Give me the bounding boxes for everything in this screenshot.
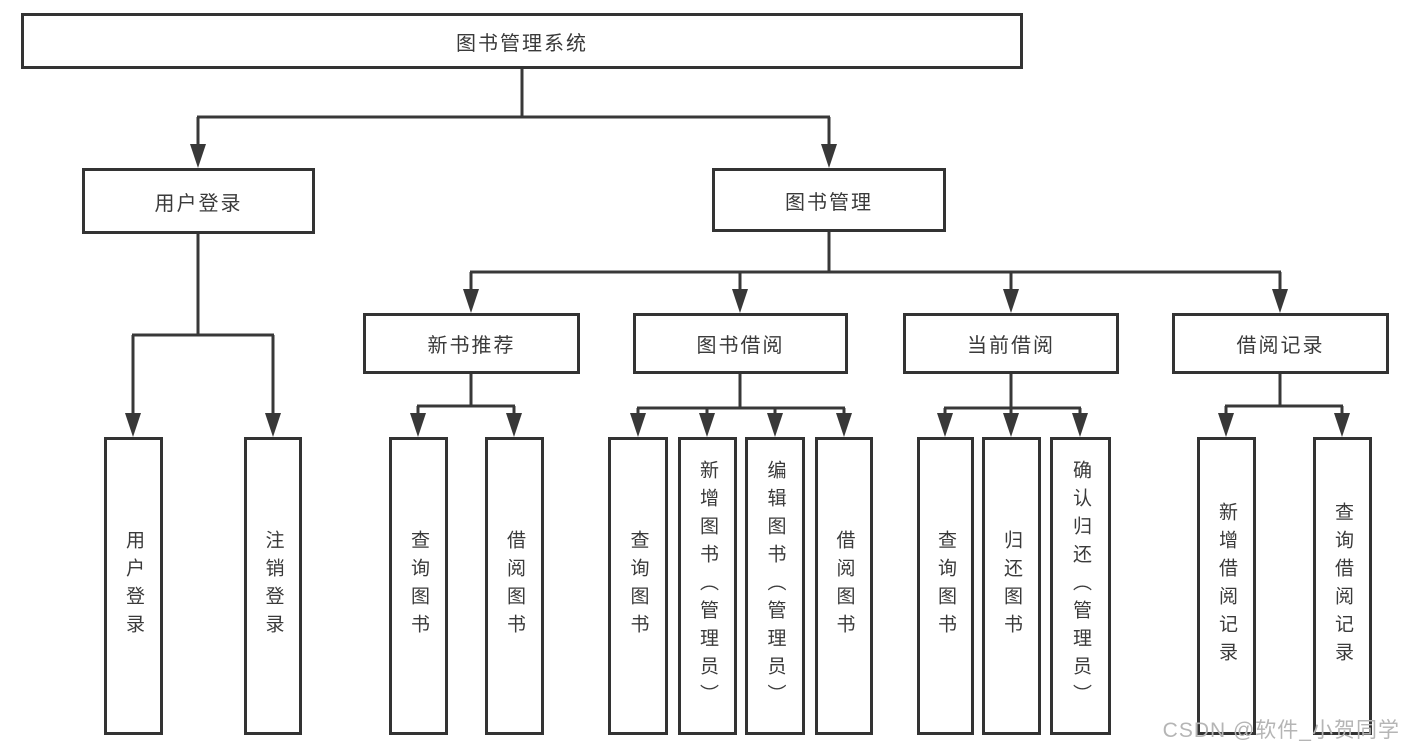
node-leaf-edit-books-admin: 编辑图书（管理员） <box>745 437 805 735</box>
node-user-login-label: 用户登录 <box>154 192 243 215</box>
node-leaf-user-login-label: 用户登录 <box>123 530 144 642</box>
connector-root-to-level2 <box>190 69 837 168</box>
node-leaf-query-books-3: 查询图书 <box>917 437 974 735</box>
node-leaf-add-borrow-record-label: 新增借阅记录 <box>1216 502 1237 670</box>
node-book-management-label: 图书管理 <box>785 191 873 214</box>
node-book-borrow: 图书借阅 <box>633 313 848 374</box>
node-leaf-borrow-books-2-label: 借阅图书 <box>833 530 855 642</box>
node-current-borrow: 当前借阅 <box>903 313 1119 374</box>
node-leaf-borrow-books-2: 借阅图书 <box>815 437 873 735</box>
node-leaf-borrow-books-1: 借阅图书 <box>485 437 544 735</box>
watermark: CSDN @软件_小贺同学 <box>1162 719 1400 742</box>
connector-user-login-branch <box>125 234 281 437</box>
node-new-book-recommend-label: 新书推荐 <box>427 335 516 357</box>
connector-borrow-records-branch <box>1218 374 1350 437</box>
node-leaf-edit-books-admin-label: 编辑图书（管理员） <box>764 460 786 712</box>
connector-book-borrow-branch <box>630 374 852 437</box>
node-leaf-return-books: 归还图书 <box>982 437 1041 735</box>
node-book-borrow-label: 图书借阅 <box>696 335 785 357</box>
node-leaf-logout: 注销登录 <box>244 437 302 735</box>
node-leaf-user-login: 用户登录 <box>104 437 163 735</box>
node-leaf-logout-label: 注销登录 <box>262 530 284 642</box>
node-root: 图书管理系统 <box>21 13 1023 69</box>
node-leaf-query-books-1-label: 查询图书 <box>408 530 429 642</box>
node-user-login: 用户登录 <box>82 168 315 234</box>
node-leaf-query-books-1: 查询图书 <box>389 437 448 735</box>
node-leaf-return-books-label: 归还图书 <box>1001 530 1022 642</box>
node-borrow-records-label: 借阅记录 <box>1236 335 1325 357</box>
node-leaf-add-books-admin: 新增图书（管理员） <box>678 437 737 735</box>
node-leaf-borrow-books-1-label: 借阅图书 <box>504 530 525 642</box>
node-leaf-confirm-return-admin: 确认归还（管理员） <box>1050 437 1111 735</box>
node-borrow-records: 借阅记录 <box>1172 313 1389 374</box>
connector-new-book-branch <box>410 374 522 437</box>
connector-current-borrow-branch <box>937 374 1088 437</box>
node-leaf-confirm-return-admin-label: 确认归还（管理员） <box>1070 460 1091 712</box>
node-leaf-query-borrow-record-label: 查询借阅记录 <box>1332 502 1353 670</box>
node-leaf-add-books-admin-label: 新增图书（管理员） <box>697 460 718 712</box>
node-leaf-add-borrow-record: 新增借阅记录 <box>1197 437 1256 735</box>
node-leaf-query-books-3-label: 查询图书 <box>935 530 956 642</box>
node-leaf-query-books-2-label: 查询图书 <box>627 530 649 642</box>
node-root-label: 图书管理系统 <box>456 32 588 55</box>
node-leaf-query-borrow-record: 查询借阅记录 <box>1313 437 1372 735</box>
node-book-management: 图书管理 <box>712 168 946 232</box>
node-new-book-recommend: 新书推荐 <box>363 313 580 374</box>
node-current-borrow-label: 当前借阅 <box>967 335 1055 357</box>
node-leaf-query-books-2: 查询图书 <box>608 437 668 735</box>
connector-book-management-branch <box>463 232 1288 313</box>
